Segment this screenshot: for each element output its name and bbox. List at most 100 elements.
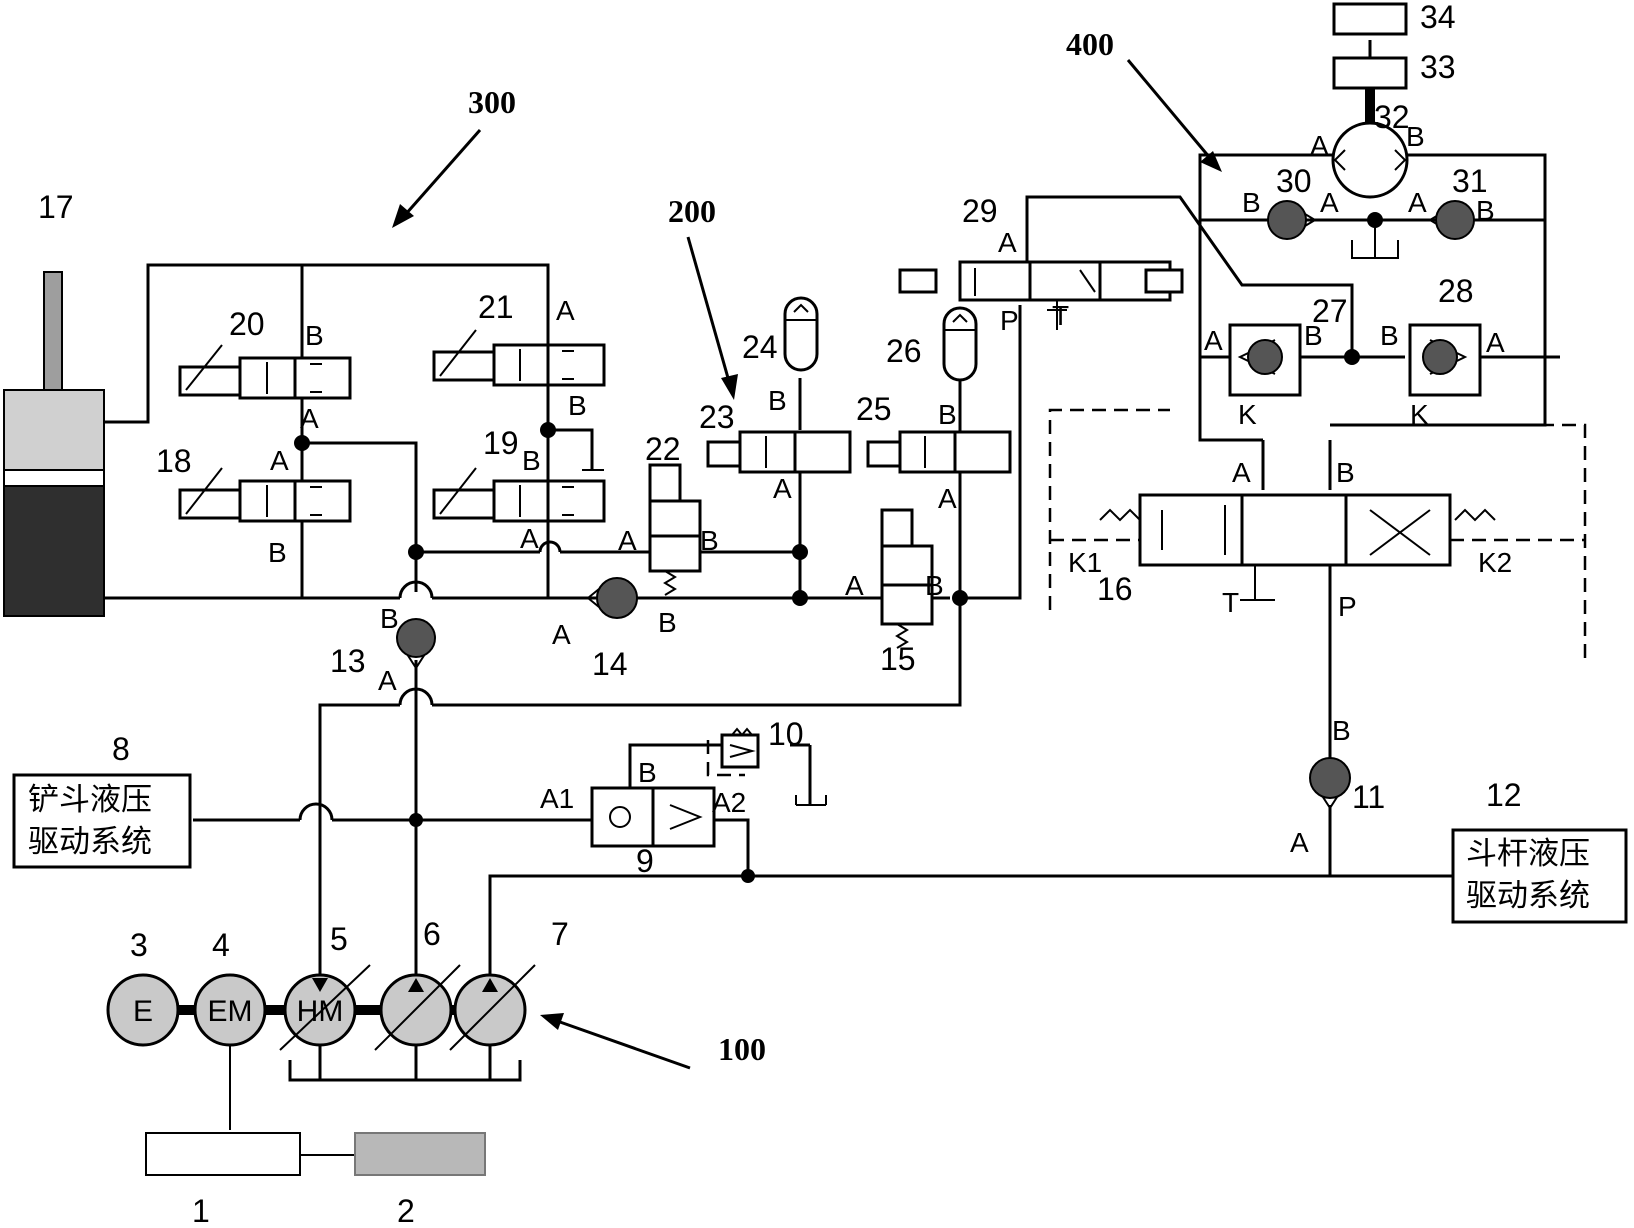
svg-text:25: 25 — [856, 391, 892, 427]
svg-text:A: A — [938, 483, 957, 514]
svg-text:28: 28 — [1438, 273, 1474, 309]
check-31 — [1430, 201, 1474, 239]
svg-text:B: B — [305, 320, 324, 351]
hydraulic-motor-label: HM — [297, 995, 344, 1028]
svg-text:3: 3 — [130, 927, 148, 963]
svg-text:26: 26 — [886, 333, 922, 369]
svg-text:33: 33 — [1420, 49, 1456, 85]
svg-text:A: A — [1232, 457, 1251, 488]
valve-19 — [434, 468, 604, 521]
pilot-check-28 — [1410, 325, 1480, 395]
accumulator-26 — [944, 308, 976, 380]
valve-29 — [900, 262, 1182, 330]
motor-generator-label: EM — [208, 995, 253, 1028]
svg-text:22: 22 — [645, 431, 681, 467]
svg-text:驱动系统: 驱动系统 — [1466, 878, 1590, 914]
svg-text:13: 13 — [330, 643, 366, 679]
svg-text:B: B — [925, 570, 944, 601]
pilot-check-27 — [1230, 325, 1300, 395]
svg-text:2: 2 — [397, 1193, 415, 1228]
pilot-line-k2 — [1430, 425, 1585, 660]
label-100: 100 — [718, 1031, 766, 1067]
svg-text:23: 23 — [699, 399, 735, 435]
svg-text:B: B — [1336, 457, 1355, 488]
svg-text:B: B — [1332, 715, 1351, 746]
svg-text:6: 6 — [423, 916, 441, 952]
svg-text:15: 15 — [880, 641, 916, 677]
tank-30-31 — [1352, 220, 1398, 258]
svg-text:A: A — [520, 523, 539, 554]
svg-text:4: 4 — [212, 927, 230, 963]
valve-21 — [434, 330, 604, 385]
valve-25 — [868, 432, 1010, 472]
label-300: 300 — [468, 84, 516, 120]
svg-text:B: B — [700, 525, 719, 556]
svg-text:A: A — [1204, 325, 1223, 356]
valve-22 — [650, 465, 700, 595]
svg-text:B: B — [522, 445, 541, 476]
svg-text:T: T — [1052, 300, 1069, 331]
svg-text:B: B — [638, 757, 657, 788]
accumulator-24 — [785, 298, 817, 370]
svg-text:19: 19 — [483, 425, 519, 461]
svg-text:34: 34 — [1420, 0, 1456, 35]
svg-text:B: B — [1304, 320, 1323, 351]
svg-text:A: A — [1290, 827, 1309, 858]
label-400: 400 — [1066, 26, 1114, 62]
svg-text:24: 24 — [742, 329, 778, 365]
battery-2 — [355, 1133, 485, 1175]
svg-text:A: A — [1310, 130, 1329, 161]
hydraulic-cylinder-17 — [4, 272, 104, 616]
valve-18 — [180, 468, 350, 521]
svg-text:B: B — [1476, 195, 1495, 226]
svg-text:A: A — [773, 473, 792, 504]
valve-23 — [708, 432, 850, 472]
load-34 — [1334, 4, 1406, 34]
svg-text:29: 29 — [962, 193, 998, 229]
label-200: 200 — [668, 193, 716, 229]
svg-text:B: B — [568, 390, 587, 421]
controller-1 — [146, 1133, 300, 1175]
valve-16 — [1100, 495, 1495, 600]
svg-text:A: A — [1408, 187, 1427, 218]
svg-text:A: A — [1486, 327, 1505, 358]
svg-text:A2: A2 — [712, 787, 746, 818]
svg-text:A: A — [378, 665, 397, 696]
svg-text:5: 5 — [330, 921, 348, 957]
svg-text:A: A — [556, 295, 575, 326]
svg-text:斗杆液压: 斗杆液压 — [1466, 836, 1590, 872]
svg-text:K2: K2 — [1478, 547, 1512, 578]
svg-text:驱动系统: 驱动系统 — [28, 824, 152, 860]
svg-text:K: K — [1238, 399, 1257, 430]
svg-text:17: 17 — [38, 189, 74, 225]
load-33 — [1334, 58, 1406, 88]
svg-text:20: 20 — [229, 306, 265, 342]
svg-text:A: A — [300, 403, 319, 434]
engine-label: E — [133, 995, 153, 1028]
component-number-labels: 1 2 3 4 5 6 7 8 9 10 11 12 13 14 15 16 1… — [38, 0, 1522, 1228]
svg-text:A: A — [998, 227, 1017, 258]
svg-text:B: B — [268, 537, 287, 568]
relief-10 — [708, 729, 758, 775]
svg-text:B: B — [768, 385, 787, 416]
svg-text:A: A — [552, 619, 571, 650]
system-number-labels: 300 200 400 100 — [468, 26, 1114, 1067]
svg-text:K1: K1 — [1068, 547, 1102, 578]
valve-9 — [592, 788, 714, 846]
svg-text:A: A — [845, 570, 864, 601]
svg-text:A: A — [270, 445, 289, 476]
svg-text:9: 9 — [636, 843, 654, 879]
svg-text:A: A — [618, 525, 637, 556]
svg-text:14: 14 — [592, 646, 628, 682]
svg-text:12: 12 — [1486, 777, 1522, 813]
svg-text:10: 10 — [768, 716, 804, 752]
svg-text:32: 32 — [1374, 99, 1410, 135]
svg-text:31: 31 — [1452, 163, 1488, 199]
svg-text:K: K — [1410, 399, 1429, 430]
svg-text:T: T — [1222, 587, 1239, 618]
svg-text:B: B — [1406, 121, 1425, 152]
svg-text:8: 8 — [112, 731, 130, 767]
svg-text:B: B — [1242, 187, 1261, 218]
